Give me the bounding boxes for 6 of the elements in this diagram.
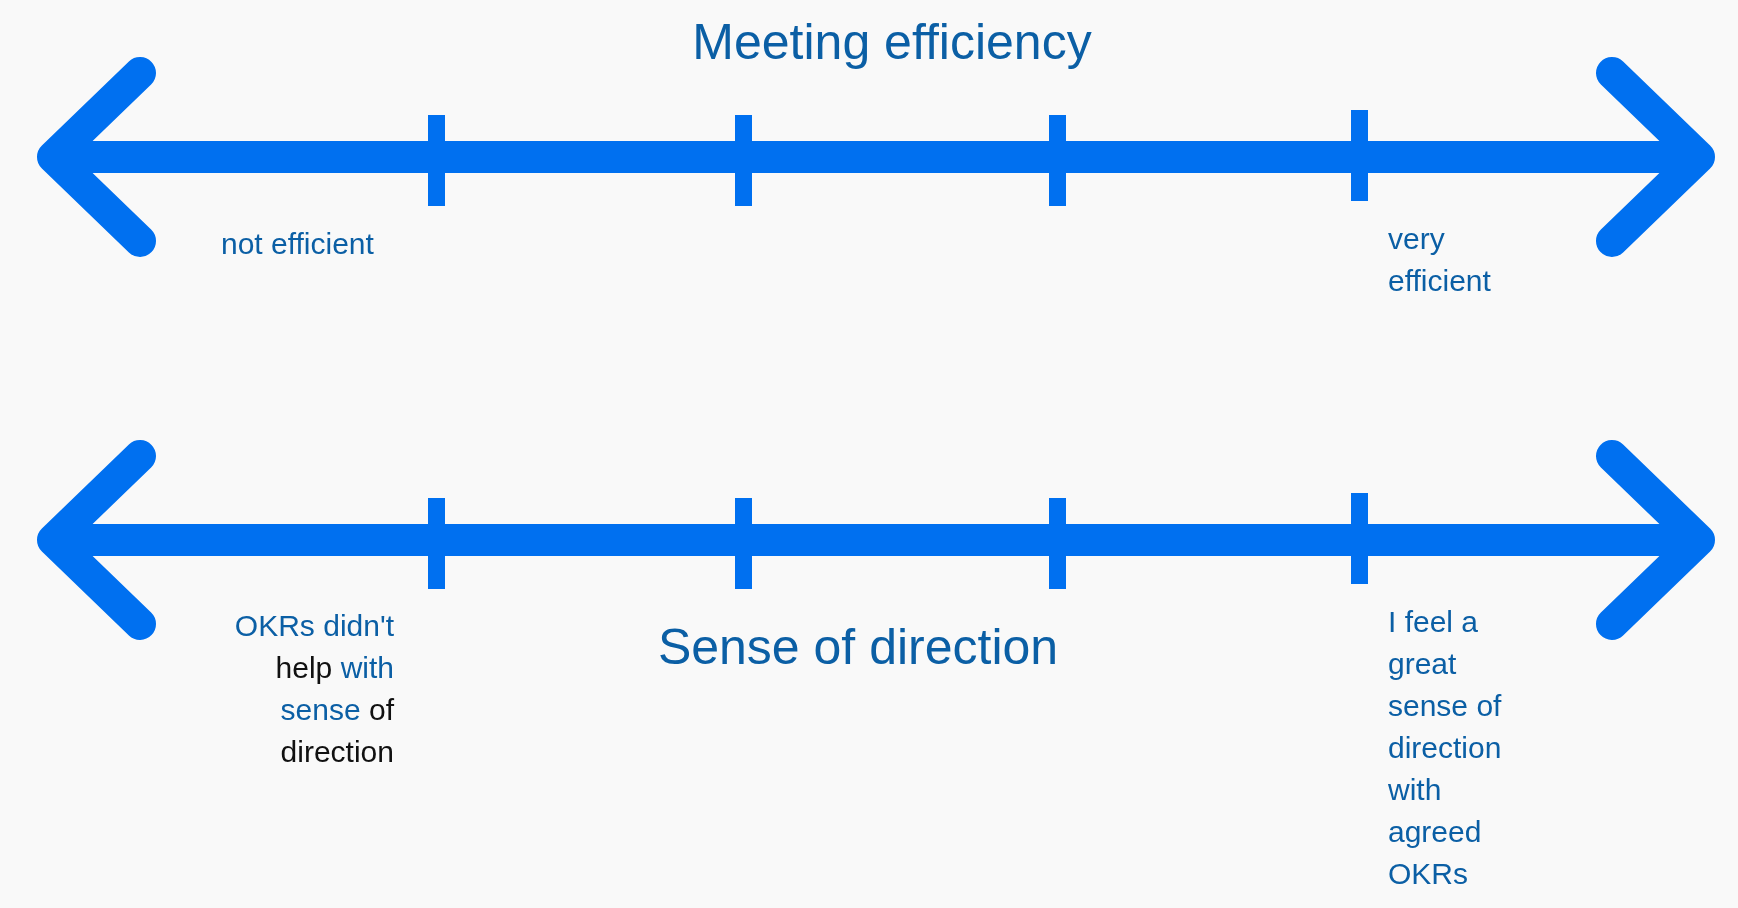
scale-title: Meeting efficiency bbox=[691, 17, 1093, 67]
scale-end-label: I feel a great sense of direction with agreed OKRs bbox=[1388, 604, 1503, 892]
scale-end-label: very efficient bbox=[1388, 221, 1492, 299]
scale-end-label: not efficient bbox=[221, 226, 375, 262]
scale-title: Sense of direction bbox=[656, 622, 1060, 672]
scale-end-label: OKRs didn't help with sense of direction bbox=[233, 608, 394, 770]
